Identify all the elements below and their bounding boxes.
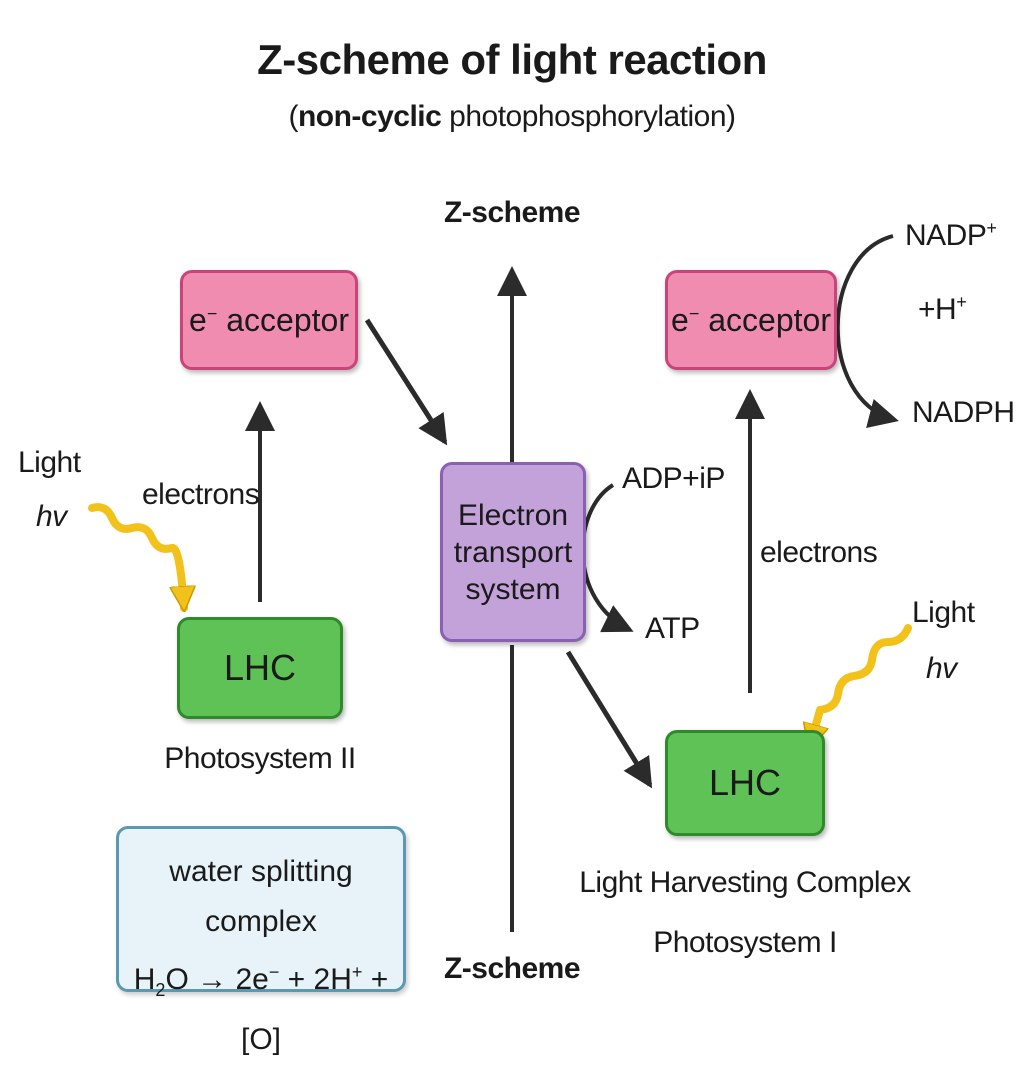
acceptor-to-ets-arrow: [364, 318, 448, 446]
psii-lhc-box: LHC: [177, 617, 343, 719]
atp-label: ATP: [645, 612, 700, 645]
diagram-title: Z-scheme of light reaction: [257, 36, 767, 83]
diagram-subtitle: (non-cyclic photophosphorylation): [288, 100, 736, 133]
light-wave-right-icon: [810, 624, 912, 746]
ets-line-2: transport: [453, 535, 573, 569]
electron-transport-system-box: Electron transport system: [440, 462, 586, 642]
adp-ip-label: ADP+iP: [622, 462, 725, 495]
right-light-label: Light: [912, 596, 975, 629]
light-wave-left-icon: [88, 503, 184, 608]
ets-to-psi-arrow: [565, 650, 653, 789]
nadp-to-nadph-curve: [835, 234, 899, 428]
light-harvesting-complex-label: Light Harvesting Complex: [579, 866, 911, 899]
right-acceptor-label: e− acceptor: [671, 301, 831, 338]
left-electron-acceptor-box: e− acceptor: [180, 270, 358, 370]
z-scheme-bottom-label: Z-scheme: [443, 952, 581, 985]
nadph-label: NADPH: [912, 396, 1015, 429]
nadp-plus-label: NADP+: [905, 218, 997, 252]
right-hv-label: hv: [926, 652, 957, 685]
left-electrons-label: electrons: [142, 478, 260, 511]
adp-to-atp-curve: [580, 483, 634, 633]
water-splitting-equation: H2O → 2e− + 2H+ + [O]: [133, 962, 389, 1056]
psi-lhc-label: LHC: [708, 762, 782, 803]
h-plus-label: +H+: [918, 292, 967, 326]
psii-lhc-label: LHC: [223, 647, 297, 688]
psi-lhc-box: LHC: [665, 730, 825, 836]
diagram-arrows-layer: [88, 234, 912, 932]
right-electrons-label: electrons: [760, 536, 878, 569]
ets-line-3: system: [465, 572, 561, 606]
water-splitting-title: water splitting complex: [169, 855, 353, 938]
water-splitting-complex-box: water splitting complex H2O → 2e− + 2H+ …: [116, 826, 406, 1056]
photosystem-i-label: Photosystem I: [653, 926, 837, 959]
z-scheme-top-label: Z-scheme: [443, 196, 581, 229]
left-acceptor-label: e− acceptor: [189, 301, 349, 338]
left-light-label: Light: [18, 446, 81, 479]
right-electron-acceptor-box: e− acceptor: [665, 270, 837, 370]
ets-line-1: Electron: [457, 498, 569, 532]
left-hv-label: hv: [36, 500, 67, 533]
photosystem-ii-label: Photosystem II: [164, 742, 356, 775]
